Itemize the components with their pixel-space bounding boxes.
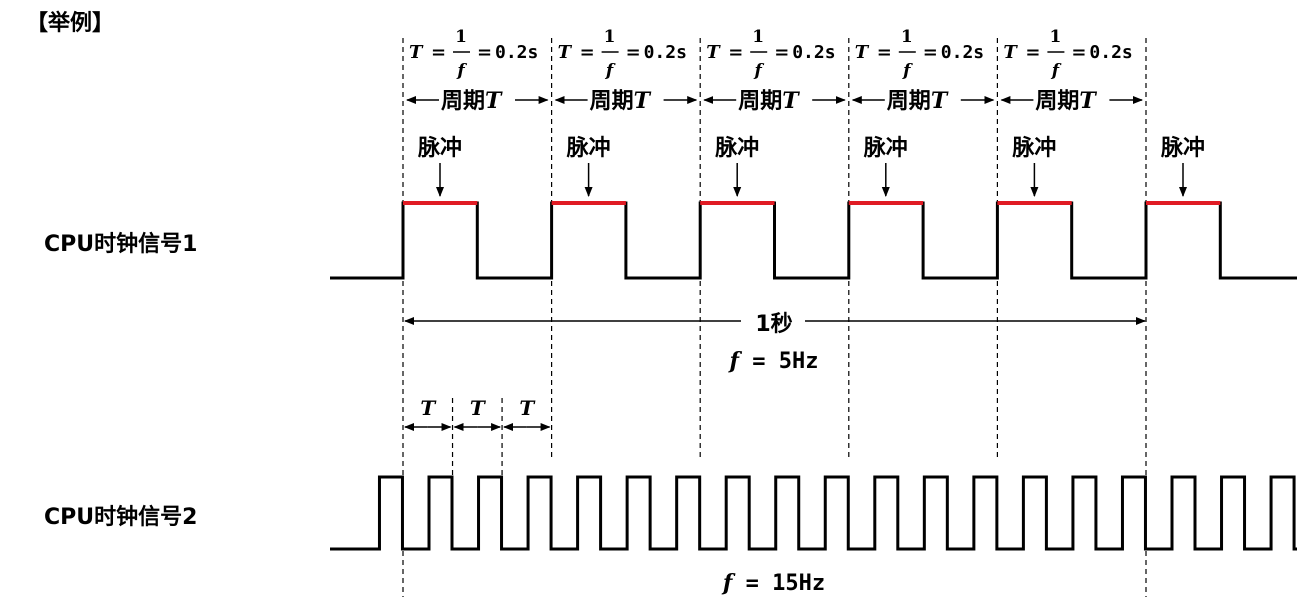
period-label: 周期T bbox=[1035, 88, 1097, 114]
period-label-text: 周期 bbox=[1035, 89, 1079, 114]
pulse-label-row: 脉冲 脉冲 脉冲 脉冲 脉冲 脉冲 bbox=[417, 136, 1205, 197]
signal2-label: CPU时钟信号2 bbox=[44, 504, 197, 530]
small-period-symbol: T bbox=[420, 396, 437, 420]
formula-denominator: f bbox=[1051, 61, 1062, 81]
small-period: T bbox=[453, 396, 502, 431]
formula-equals: = bbox=[580, 42, 595, 63]
formula-denominator: f bbox=[605, 61, 616, 81]
formula-equals: = bbox=[626, 42, 641, 63]
period-formula: T=1f=0.2s bbox=[855, 27, 984, 81]
period-arrow: 周期T bbox=[851, 88, 995, 114]
pulse-annotation: 脉冲 bbox=[1160, 136, 1205, 197]
formula-value: 0.2s bbox=[495, 42, 538, 63]
formula-equals: = bbox=[431, 42, 446, 63]
period-label-text: 周期 bbox=[738, 89, 782, 114]
formula-lhs: T bbox=[1003, 42, 1018, 63]
formula-numerator: 1 bbox=[604, 27, 616, 47]
period-arrow: 周期T bbox=[554, 88, 698, 114]
pulse-label: 脉冲 bbox=[566, 136, 611, 161]
formula-value: 0.2s bbox=[644, 42, 687, 63]
formula-denominator: f bbox=[754, 61, 765, 81]
pulse-label: 脉冲 bbox=[417, 136, 462, 161]
formula-lhs: T bbox=[855, 42, 870, 63]
pulse-annotation: 脉冲 bbox=[714, 136, 759, 197]
formula-lhs: T bbox=[706, 42, 721, 63]
period-label-symbol: T bbox=[782, 88, 800, 114]
formula-value: 0.2s bbox=[941, 42, 984, 63]
pulse-annotation: 脉冲 bbox=[566, 136, 611, 197]
period-arrow: 周期T bbox=[406, 88, 549, 114]
period-label-symbol: T bbox=[1079, 88, 1097, 114]
small-period-symbol: T bbox=[519, 396, 536, 420]
period-label-text: 周期 bbox=[887, 89, 931, 114]
formula-lhs: T bbox=[558, 42, 573, 63]
period-formula: T=1f=0.2s bbox=[558, 27, 687, 81]
formula-numerator: 1 bbox=[455, 27, 467, 47]
frequency-1-symbol: f bbox=[728, 348, 743, 374]
frequency-2-symbol: f bbox=[721, 570, 736, 596]
pulse-label: 脉冲 bbox=[863, 136, 908, 161]
formula-denominator: f bbox=[456, 61, 467, 81]
one-second-label: 1秒 bbox=[755, 312, 792, 337]
period-label: 周期T bbox=[441, 88, 503, 114]
formula-equals: = bbox=[774, 42, 789, 63]
pulse-label: 脉冲 bbox=[714, 136, 759, 161]
small-period-symbol: T bbox=[470, 396, 487, 420]
formula-value: 0.2s bbox=[792, 42, 835, 63]
period-label-symbol: T bbox=[485, 88, 503, 114]
small-period: T bbox=[404, 396, 452, 431]
formula-numerator: 1 bbox=[901, 27, 913, 47]
period-formula: T=1f=0.2s bbox=[706, 27, 835, 81]
formula-equals: = bbox=[877, 42, 892, 63]
frequency-2-formula: f = 15Hz bbox=[721, 570, 825, 596]
small-period: T bbox=[503, 396, 551, 431]
period-label-text: 周期 bbox=[590, 89, 634, 114]
example-heading: 【举例】 bbox=[26, 10, 114, 36]
formula-numerator: 1 bbox=[752, 27, 764, 47]
period-label: 周期T bbox=[887, 88, 949, 114]
pulse-annotation: 脉冲 bbox=[417, 136, 462, 197]
period-arrow: 周期T bbox=[1000, 88, 1143, 114]
period-formula: T=1f=0.2s bbox=[409, 27, 538, 81]
frequency-2-value: = 15Hz bbox=[732, 571, 825, 596]
clock-signal-2-waveform bbox=[330, 475, 1297, 551]
pulse-annotation: 脉冲 bbox=[863, 136, 908, 197]
frequency-1-value: = 5Hz bbox=[739, 349, 818, 374]
formula-value: 0.2s bbox=[1089, 42, 1132, 63]
formula-equals: = bbox=[923, 42, 938, 63]
formula-numerator: 1 bbox=[1049, 27, 1061, 47]
pulse-label: 脉冲 bbox=[1011, 136, 1056, 161]
formula-equals: = bbox=[1071, 42, 1086, 63]
formula-equals: = bbox=[728, 42, 743, 63]
frequency-1-formula: f = 5Hz bbox=[728, 348, 819, 374]
period-label-symbol: T bbox=[634, 88, 652, 114]
formula-lhs: T bbox=[409, 42, 424, 63]
pulse-annotation: 脉冲 bbox=[1011, 136, 1056, 197]
period-label-symbol: T bbox=[931, 88, 949, 114]
clock-signal-1-waveform bbox=[330, 201, 1297, 280]
formula-denominator: f bbox=[902, 61, 913, 81]
formula-equals: = bbox=[1025, 42, 1040, 63]
formula-equals: = bbox=[477, 42, 492, 63]
pulse-label: 脉冲 bbox=[1160, 136, 1205, 161]
period-label: 周期T bbox=[590, 88, 652, 114]
period-label-text: 周期 bbox=[441, 89, 485, 114]
period-arrow: 周期T bbox=[703, 88, 846, 114]
signal1-label: CPU时钟信号1 bbox=[44, 231, 197, 257]
period-label: 周期T bbox=[738, 88, 800, 114]
period-formula: T=1f=0.2s bbox=[1003, 27, 1132, 81]
